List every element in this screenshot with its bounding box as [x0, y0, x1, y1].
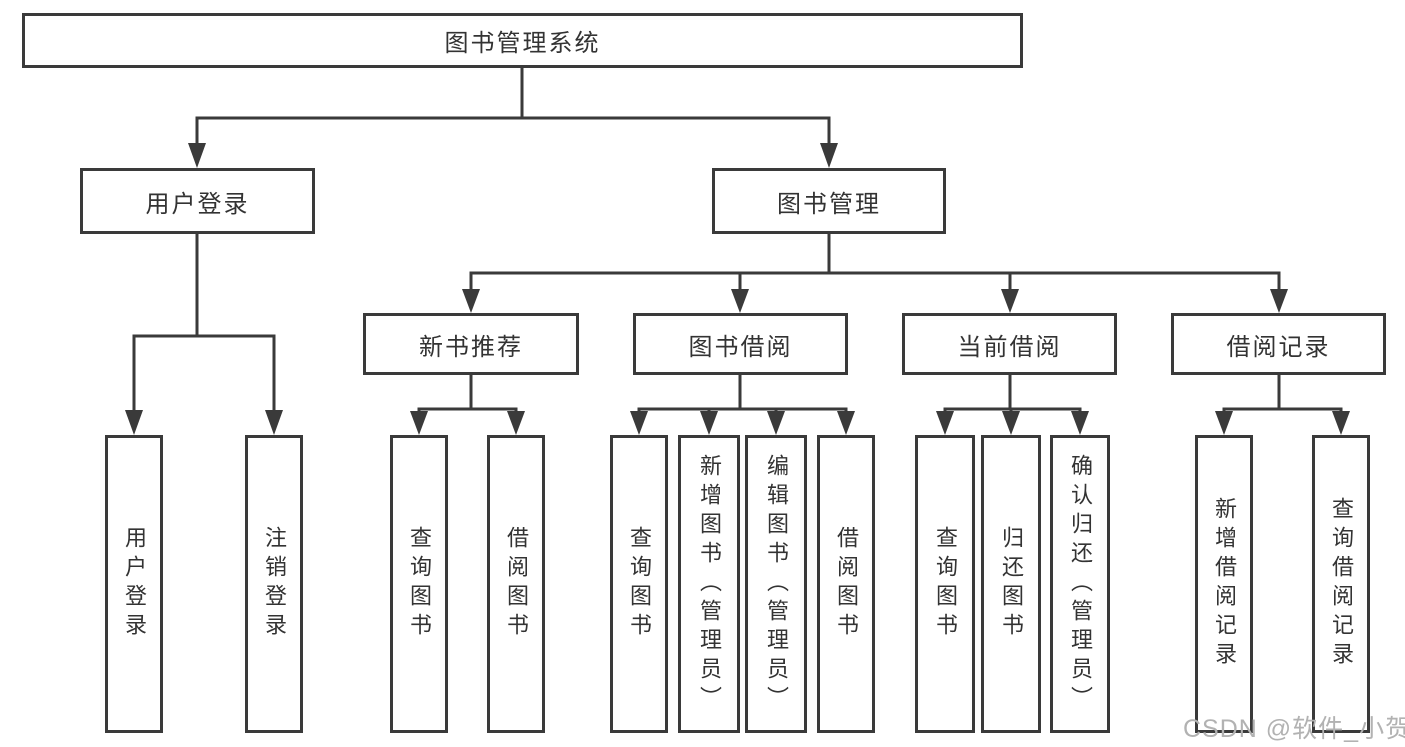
- leaf-cb-query-books: 查询图书: [915, 435, 975, 733]
- node-borrowing-records: 借阅记录: [1171, 313, 1386, 375]
- connector-user-login-to-leaves: [125, 234, 283, 435]
- leaf-bb-add-books-admin: 新增图书（管理员）: [678, 435, 740, 733]
- node-new-book-recommendation: 新书推荐: [363, 313, 579, 375]
- connector-new-book-rec-to-leaves: [410, 375, 525, 435]
- leaf-br-query-record: 查询借阅记录: [1312, 435, 1370, 733]
- leaf-cb-return-books: 归还图书: [981, 435, 1041, 733]
- leaf-cb-confirm-return-admin: 确认归还（管理员）: [1050, 435, 1110, 733]
- leaf-nbr-borrow-books: 借阅图书: [487, 435, 545, 733]
- connector-current-borrowing-to-leaves: [936, 375, 1089, 435]
- connector-borrowing-records-to-leaves: [1215, 375, 1350, 435]
- leaf-user-login: 用户登录: [105, 435, 163, 733]
- node-current-borrowing: 当前借阅: [902, 313, 1117, 375]
- node-library-management-system: 图书管理系统: [22, 13, 1023, 68]
- leaf-bb-borrow-books: 借阅图书: [817, 435, 875, 733]
- leaf-bb-query-books: 查询图书: [610, 435, 668, 733]
- connector-book-management-to-level3: [462, 234, 1288, 313]
- node-book-borrowing: 图书借阅: [633, 313, 848, 375]
- leaf-logout: 注销登录: [245, 435, 303, 733]
- leaf-bb-edit-books-admin: 编辑图书（管理员）: [745, 435, 807, 733]
- connector-root-to-level2: [188, 68, 838, 168]
- connector-book-borrowing-to-leaves: [630, 375, 855, 435]
- node-book-management: 图书管理: [712, 168, 946, 234]
- leaf-br-add-record: 新增借阅记录: [1195, 435, 1253, 733]
- watermark: CSDN @软件_小贺同学: [1183, 715, 1405, 743]
- node-user-login: 用户登录: [80, 168, 315, 234]
- leaf-nbr-query-books: 查询图书: [390, 435, 448, 733]
